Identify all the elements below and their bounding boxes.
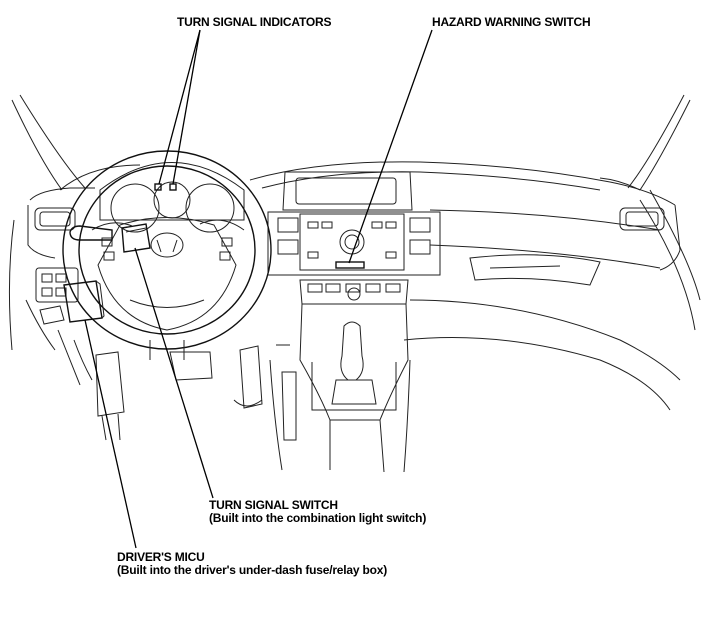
combination-switch-stalk <box>69 223 151 253</box>
center-stack <box>267 171 441 473</box>
turn-signal-switch-label: TURN SIGNAL SWITCH (Built into the combi… <box>209 499 426 525</box>
left-dash-panels <box>8 219 93 386</box>
turn-signal-switch-title: TURN SIGNAL SWITCH <box>209 498 338 512</box>
drivers-micu-label: DRIVER'S MICU (Built into the driver's u… <box>117 551 387 577</box>
pedals <box>95 345 263 441</box>
drivers-micu-note: (Built into the driver's under-dash fuse… <box>117 563 388 577</box>
dashboard-outline <box>27 161 701 411</box>
instrument-cluster <box>99 162 245 233</box>
windshield-frame <box>11 94 691 191</box>
drivers-micu-box <box>63 280 105 323</box>
drivers-micu-title: DRIVER'S MICU <box>117 550 205 564</box>
hazard-warning-switch-label: HAZARD WARNING SWITCH <box>432 15 591 29</box>
turn-signal-switch-note: (Built into the combination light switch… <box>209 511 427 525</box>
turn-signal-indicators-label: TURN SIGNAL INDICATORS <box>177 15 332 29</box>
callout-leaders <box>84 29 433 549</box>
